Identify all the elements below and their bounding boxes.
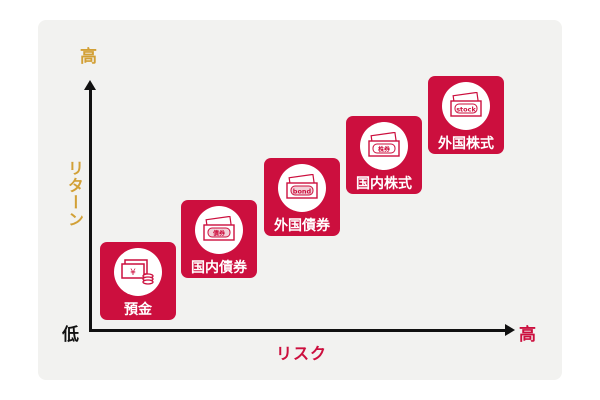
bond-certificate-icon: bond [278, 164, 326, 212]
card-label: 国内債券 [191, 260, 247, 276]
stock-certificate-icon: 株券 [360, 122, 408, 170]
card-foreign-stocks: stock 外国株式 [428, 76, 504, 154]
y-axis-title: リターン [65, 160, 84, 228]
card-domestic-stocks: 株券 国内株式 [346, 116, 422, 194]
card-deposit: ¥ 預金 [100, 242, 176, 320]
x-axis-high-label: 高 [519, 325, 536, 345]
svg-text:stock: stock [456, 106, 476, 114]
card-label: 預金 [124, 302, 152, 318]
y-axis-high-label: 高 [80, 47, 97, 67]
svg-text:株券: 株券 [378, 146, 391, 154]
x-axis-title: リスク [276, 344, 328, 363]
y-axis-line [89, 86, 92, 331]
svg-text:¥: ¥ [130, 268, 136, 278]
svg-text:bond: bond [293, 188, 312, 196]
bond-certificate-icon: 債券 [195, 206, 243, 254]
x-axis-arrow-icon [505, 324, 515, 336]
card-foreign-bonds: bond 外国債券 [264, 158, 340, 236]
origin-low-label: 低 [62, 325, 79, 345]
y-axis-arrow-icon [84, 80, 96, 90]
card-label: 外国株式 [438, 136, 494, 152]
card-domestic-bonds: 債券 国内債券 [181, 200, 257, 278]
card-label: 国内株式 [356, 176, 412, 192]
svg-text:債券: 債券 [212, 230, 226, 238]
cash-yen-icon: ¥ [114, 248, 162, 296]
card-label: 外国債券 [274, 218, 330, 234]
stock-certificate-icon: stock [442, 82, 490, 130]
x-axis-line [89, 329, 509, 332]
